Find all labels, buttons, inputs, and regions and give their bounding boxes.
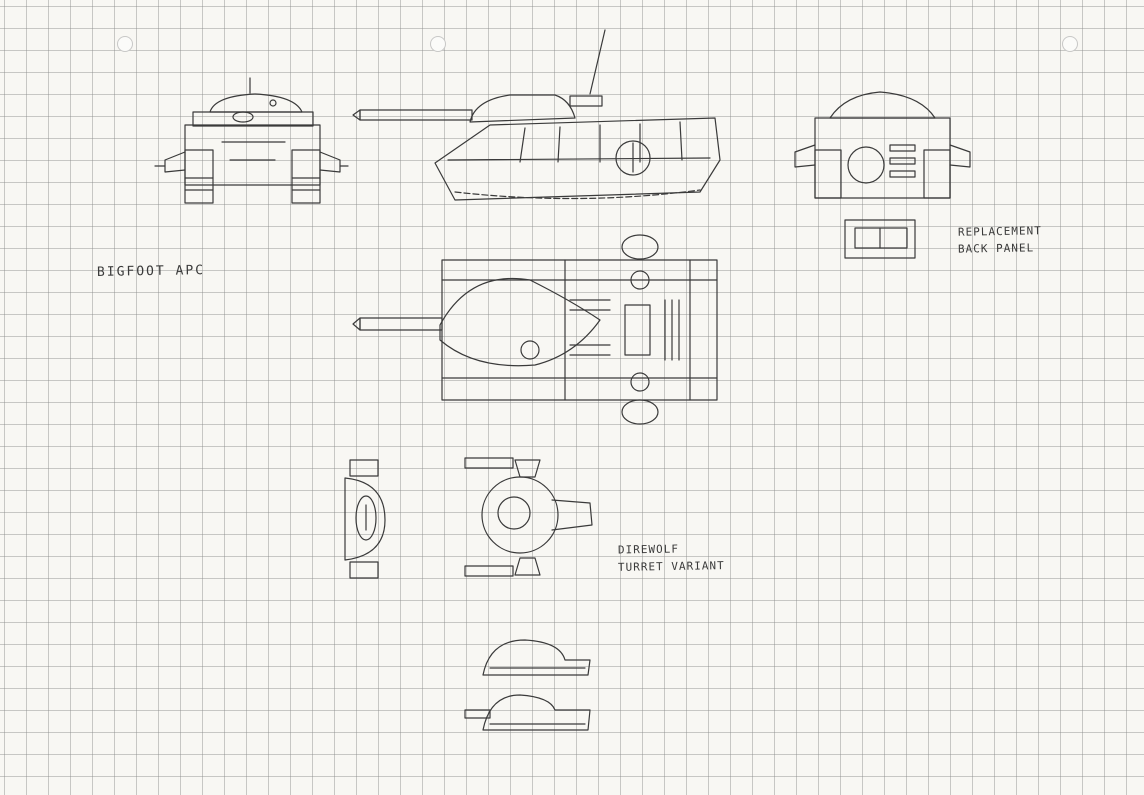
binder-hole-center — [430, 36, 446, 52]
binder-hole-left — [117, 36, 133, 52]
turret-label-line2: TURRET VARIANT — [617, 559, 725, 574]
vehicle-name-label: BIGFOOT APC — [96, 263, 206, 280]
turret-label-line1: DIREWOLF — [617, 542, 680, 557]
turret-elevations — [465, 640, 590, 730]
rear-view — [795, 92, 970, 198]
front-view — [155, 78, 348, 203]
binder-hole-right — [1062, 36, 1078, 52]
back-panel-label-line1: REPLACEMENT — [957, 224, 1042, 239]
replacement-back-panel — [845, 220, 915, 258]
turret-side-profile — [345, 460, 385, 578]
turret-top-view — [465, 458, 592, 576]
top-view — [353, 235, 717, 424]
side-view — [353, 30, 720, 200]
back-panel-label-line2: BACK PANEL — [957, 241, 1035, 256]
